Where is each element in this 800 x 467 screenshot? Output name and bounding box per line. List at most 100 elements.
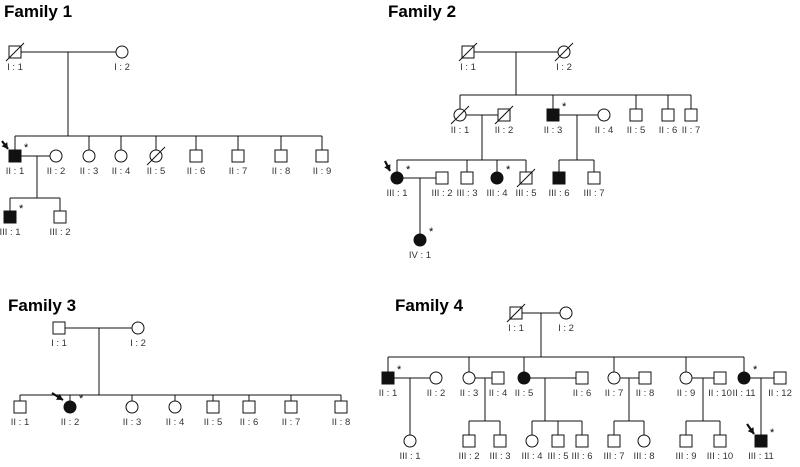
- deceased-slash: [554, 42, 574, 62]
- pedigree-individual: II : 4: [489, 371, 507, 399]
- male-symbol: [284, 400, 298, 414]
- pedigree-individual: I : 2: [558, 306, 574, 334]
- deceased-slash: [5, 42, 25, 62]
- arrow-head: [384, 164, 391, 171]
- individual-label: II : 3: [460, 388, 478, 399]
- individual-label: III : 10: [707, 451, 733, 462]
- individual-label: I : 1: [7, 62, 23, 73]
- male-symbol: [231, 149, 245, 163]
- pedigree-individual: III : 7: [603, 434, 625, 462]
- individual-label: III : 7: [603, 451, 624, 462]
- pedigree-individual: III : 6: [548, 171, 570, 199]
- male-symbol: [206, 400, 220, 414]
- family-1-title: Family 1: [4, 2, 72, 21]
- individual-label: II : 5: [147, 166, 165, 177]
- pedigree-individual: II : 1*: [1, 140, 29, 177]
- male-symbol: [754, 434, 768, 448]
- male-symbol: [491, 371, 505, 385]
- individual-label: II : 8: [636, 388, 654, 399]
- pedigree-individual: II : 7: [605, 371, 623, 399]
- pedigree-individual: II : 1: [11, 400, 29, 428]
- pedigree-individual: III : 4*: [486, 164, 511, 199]
- individual-label: IV : 1: [409, 250, 431, 261]
- star-marker: *: [79, 393, 84, 405]
- pedigree-individual: III : 3: [456, 171, 478, 199]
- pedigree-individual: III : 6: [571, 434, 593, 462]
- individual-label: III : 6: [571, 451, 592, 462]
- male-symbol: [638, 371, 652, 385]
- female-symbol: [115, 45, 129, 59]
- individual-label: III : 11: [748, 451, 774, 462]
- pedigree-individual: III : 5: [515, 168, 537, 199]
- proband-arrow-icon: [384, 160, 391, 172]
- star-marker: *: [506, 164, 511, 176]
- individual-label: II : 2: [47, 166, 65, 177]
- individual-label: II : 6: [240, 417, 258, 428]
- pedigree-individual: I : 2: [554, 42, 574, 73]
- male-symbol: [546, 108, 560, 122]
- pedigree-individual: II : 2: [47, 149, 65, 177]
- pedigree-individual: II : 5: [627, 108, 645, 136]
- individual-label: I : 2: [114, 62, 130, 73]
- star-marker: *: [19, 203, 24, 215]
- male-symbol: [274, 149, 288, 163]
- pedigree-individual: II : 4: [166, 400, 184, 428]
- female-symbol: [679, 371, 693, 385]
- individual-label: II : 7: [605, 388, 623, 399]
- pedigree-individual: III : 2: [49, 210, 71, 238]
- family-2-title: Family 2: [388, 2, 456, 21]
- individual-label: II : 5: [627, 125, 645, 136]
- individual-label: II : 2: [61, 417, 79, 428]
- pedigree-individual: I : 2: [114, 45, 130, 73]
- female-symbol: [49, 149, 63, 163]
- pedigree-individual: II : 3: [80, 149, 98, 177]
- individual-label: I : 1: [51, 338, 67, 349]
- pedigree-individual: III : 10: [707, 434, 733, 462]
- family-titles: Family 1 Family 2 Family 3 Family 4: [4, 2, 464, 315]
- pedigree-individual: II : 7: [682, 108, 700, 136]
- male-symbol: [242, 400, 256, 414]
- individual-label: III : 5: [547, 451, 568, 462]
- pedigree-individual: II : 6: [187, 149, 205, 177]
- pedigree-individual: III : 4: [521, 434, 543, 462]
- pedigree-individual: III : 1*: [384, 160, 411, 199]
- pedigree-individual: IV : 1*: [409, 226, 434, 261]
- pedigree-individual: III : 7: [583, 171, 605, 199]
- pedigree-individual: I : 1: [51, 321, 67, 349]
- pedigree-individual: III : 2: [458, 434, 480, 462]
- deceased-slash: [458, 42, 478, 62]
- star-marker: *: [562, 101, 567, 113]
- individual-label: II : 6: [573, 388, 591, 399]
- individual-label: III : 7: [583, 188, 604, 199]
- pedigree-individual: II : 8: [272, 149, 290, 177]
- pedigree-individual: I : 1: [458, 42, 478, 73]
- male-symbol: [661, 108, 675, 122]
- pedigree-individual: II : 1: [450, 105, 470, 136]
- individual-label: II : 6: [659, 125, 677, 136]
- pedigree-individual: II : 6: [240, 400, 258, 428]
- pedigree-individual: I : 1: [506, 303, 526, 334]
- arrow-head: [56, 393, 63, 400]
- individual-label: III : 1: [399, 451, 420, 462]
- pedigree-individual: II : 2 *: [51, 392, 84, 428]
- female-symbol: [525, 434, 539, 448]
- individual-label: II : 7: [682, 125, 700, 136]
- pedigree-individual: II : 3 *: [544, 101, 567, 136]
- individual-label: II : 4: [595, 125, 613, 136]
- individual-label: II : 4: [489, 388, 507, 399]
- individual-label: II : 1: [451, 125, 469, 136]
- individual-label: II : 9: [313, 166, 331, 177]
- pedigree-individual: II : 7: [229, 149, 247, 177]
- individual-label: I : 1: [508, 323, 524, 334]
- male-symbol: [460, 171, 474, 185]
- male-symbol: [462, 434, 476, 448]
- pedigree-individual: II : 2: [494, 105, 514, 136]
- pedigree-individual: III : 3: [489, 434, 511, 462]
- individual-label: II : 3: [544, 125, 562, 136]
- male-symbol: [713, 371, 727, 385]
- female-symbol: [168, 400, 182, 414]
- proband-arrow-icon: [746, 423, 755, 435]
- individual-label: III : 2: [49, 227, 70, 238]
- pedigree-individual: II : 11*: [732, 364, 758, 399]
- deceased-slash: [494, 105, 514, 125]
